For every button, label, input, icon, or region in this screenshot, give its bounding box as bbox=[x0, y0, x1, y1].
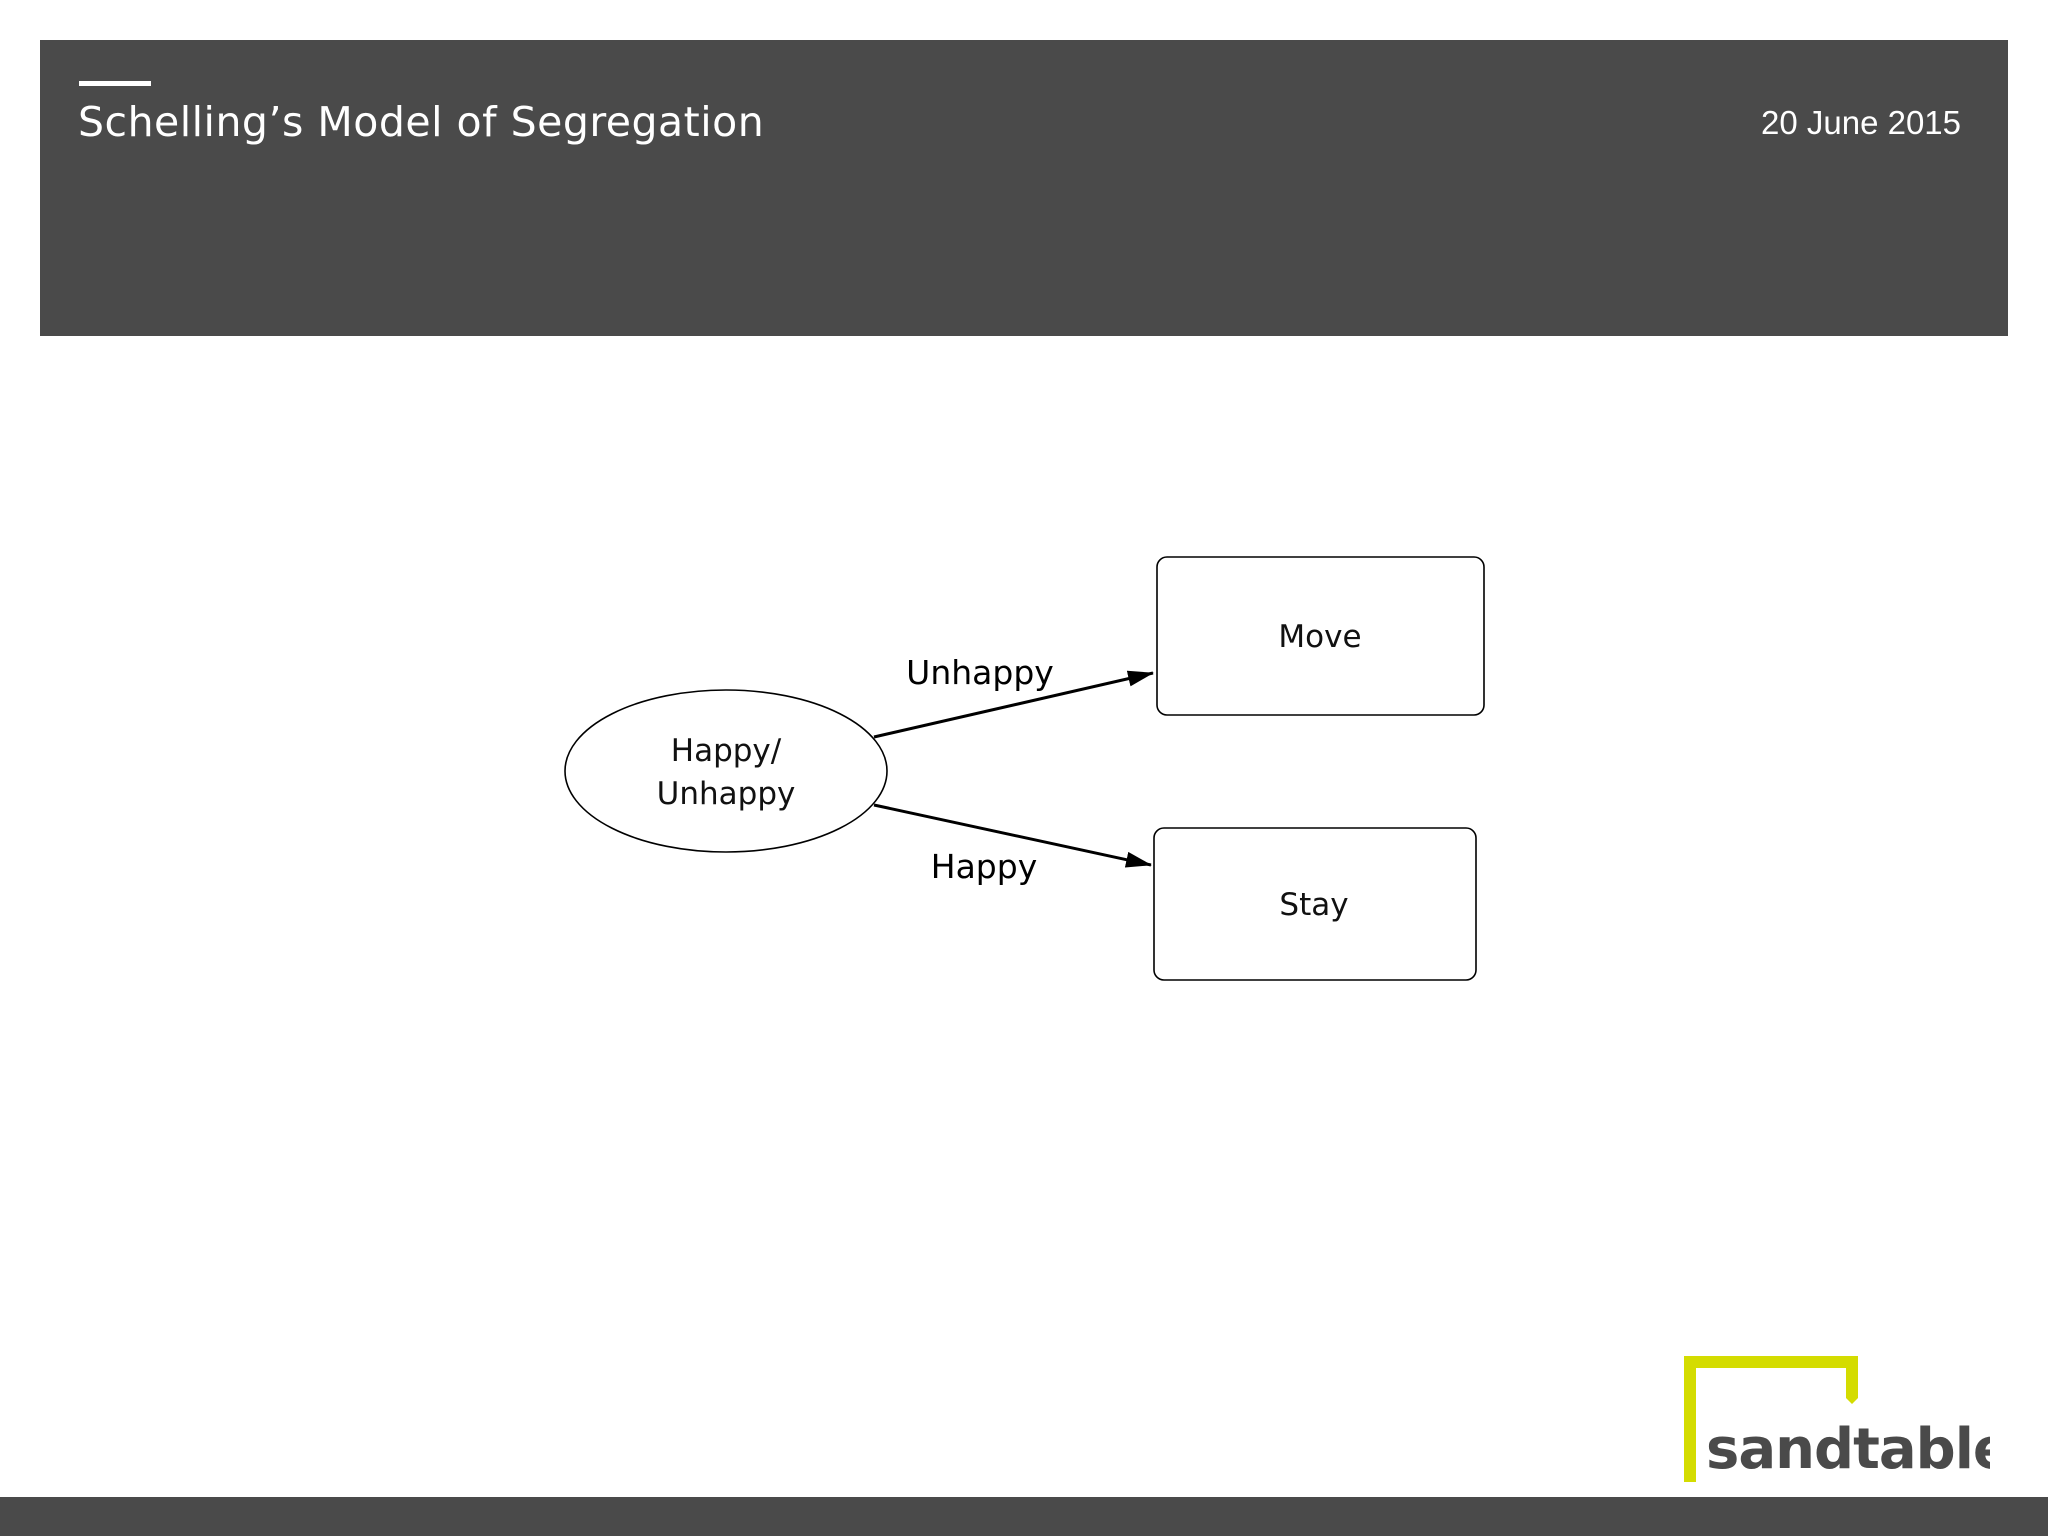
logo-wordmark: sandtable bbox=[1706, 1417, 1990, 1482]
footer-bar bbox=[0, 1497, 2048, 1536]
decision-node: Happy/ Unhappy bbox=[564, 689, 888, 853]
edge-label-unhappy: Unhappy bbox=[906, 653, 1054, 692]
move-box bbox=[1156, 556, 1485, 716]
edge-label-happy: Happy bbox=[931, 847, 1037, 886]
edge-to-move: Unhappy bbox=[873, 653, 1154, 739]
arrow-happy bbox=[873, 803, 1152, 868]
slide-date: 20 June 2015 bbox=[1760, 104, 1961, 141]
arrow-unhappy bbox=[873, 670, 1154, 739]
edge-to-stay: Happy bbox=[873, 803, 1152, 886]
header-bar: Schelling’s Model of Segregation 20 June… bbox=[40, 40, 2008, 336]
stay-label: Stay bbox=[1279, 887, 1348, 923]
title-accent-rule bbox=[79, 81, 151, 86]
sandtable-logo: sandtable bbox=[1684, 1356, 1990, 1482]
stay-node: Stay bbox=[1153, 827, 1477, 981]
decision-label-line2: Unhappy bbox=[657, 776, 796, 812]
move-label: Move bbox=[1278, 619, 1361, 655]
decision-ellipse bbox=[564, 689, 888, 853]
decision-label-line1: Happy/ bbox=[671, 733, 782, 769]
move-node: Move bbox=[1156, 556, 1485, 716]
slide-title: Schelling’s Model of Segregation bbox=[78, 98, 765, 146]
stay-box bbox=[1153, 827, 1477, 981]
